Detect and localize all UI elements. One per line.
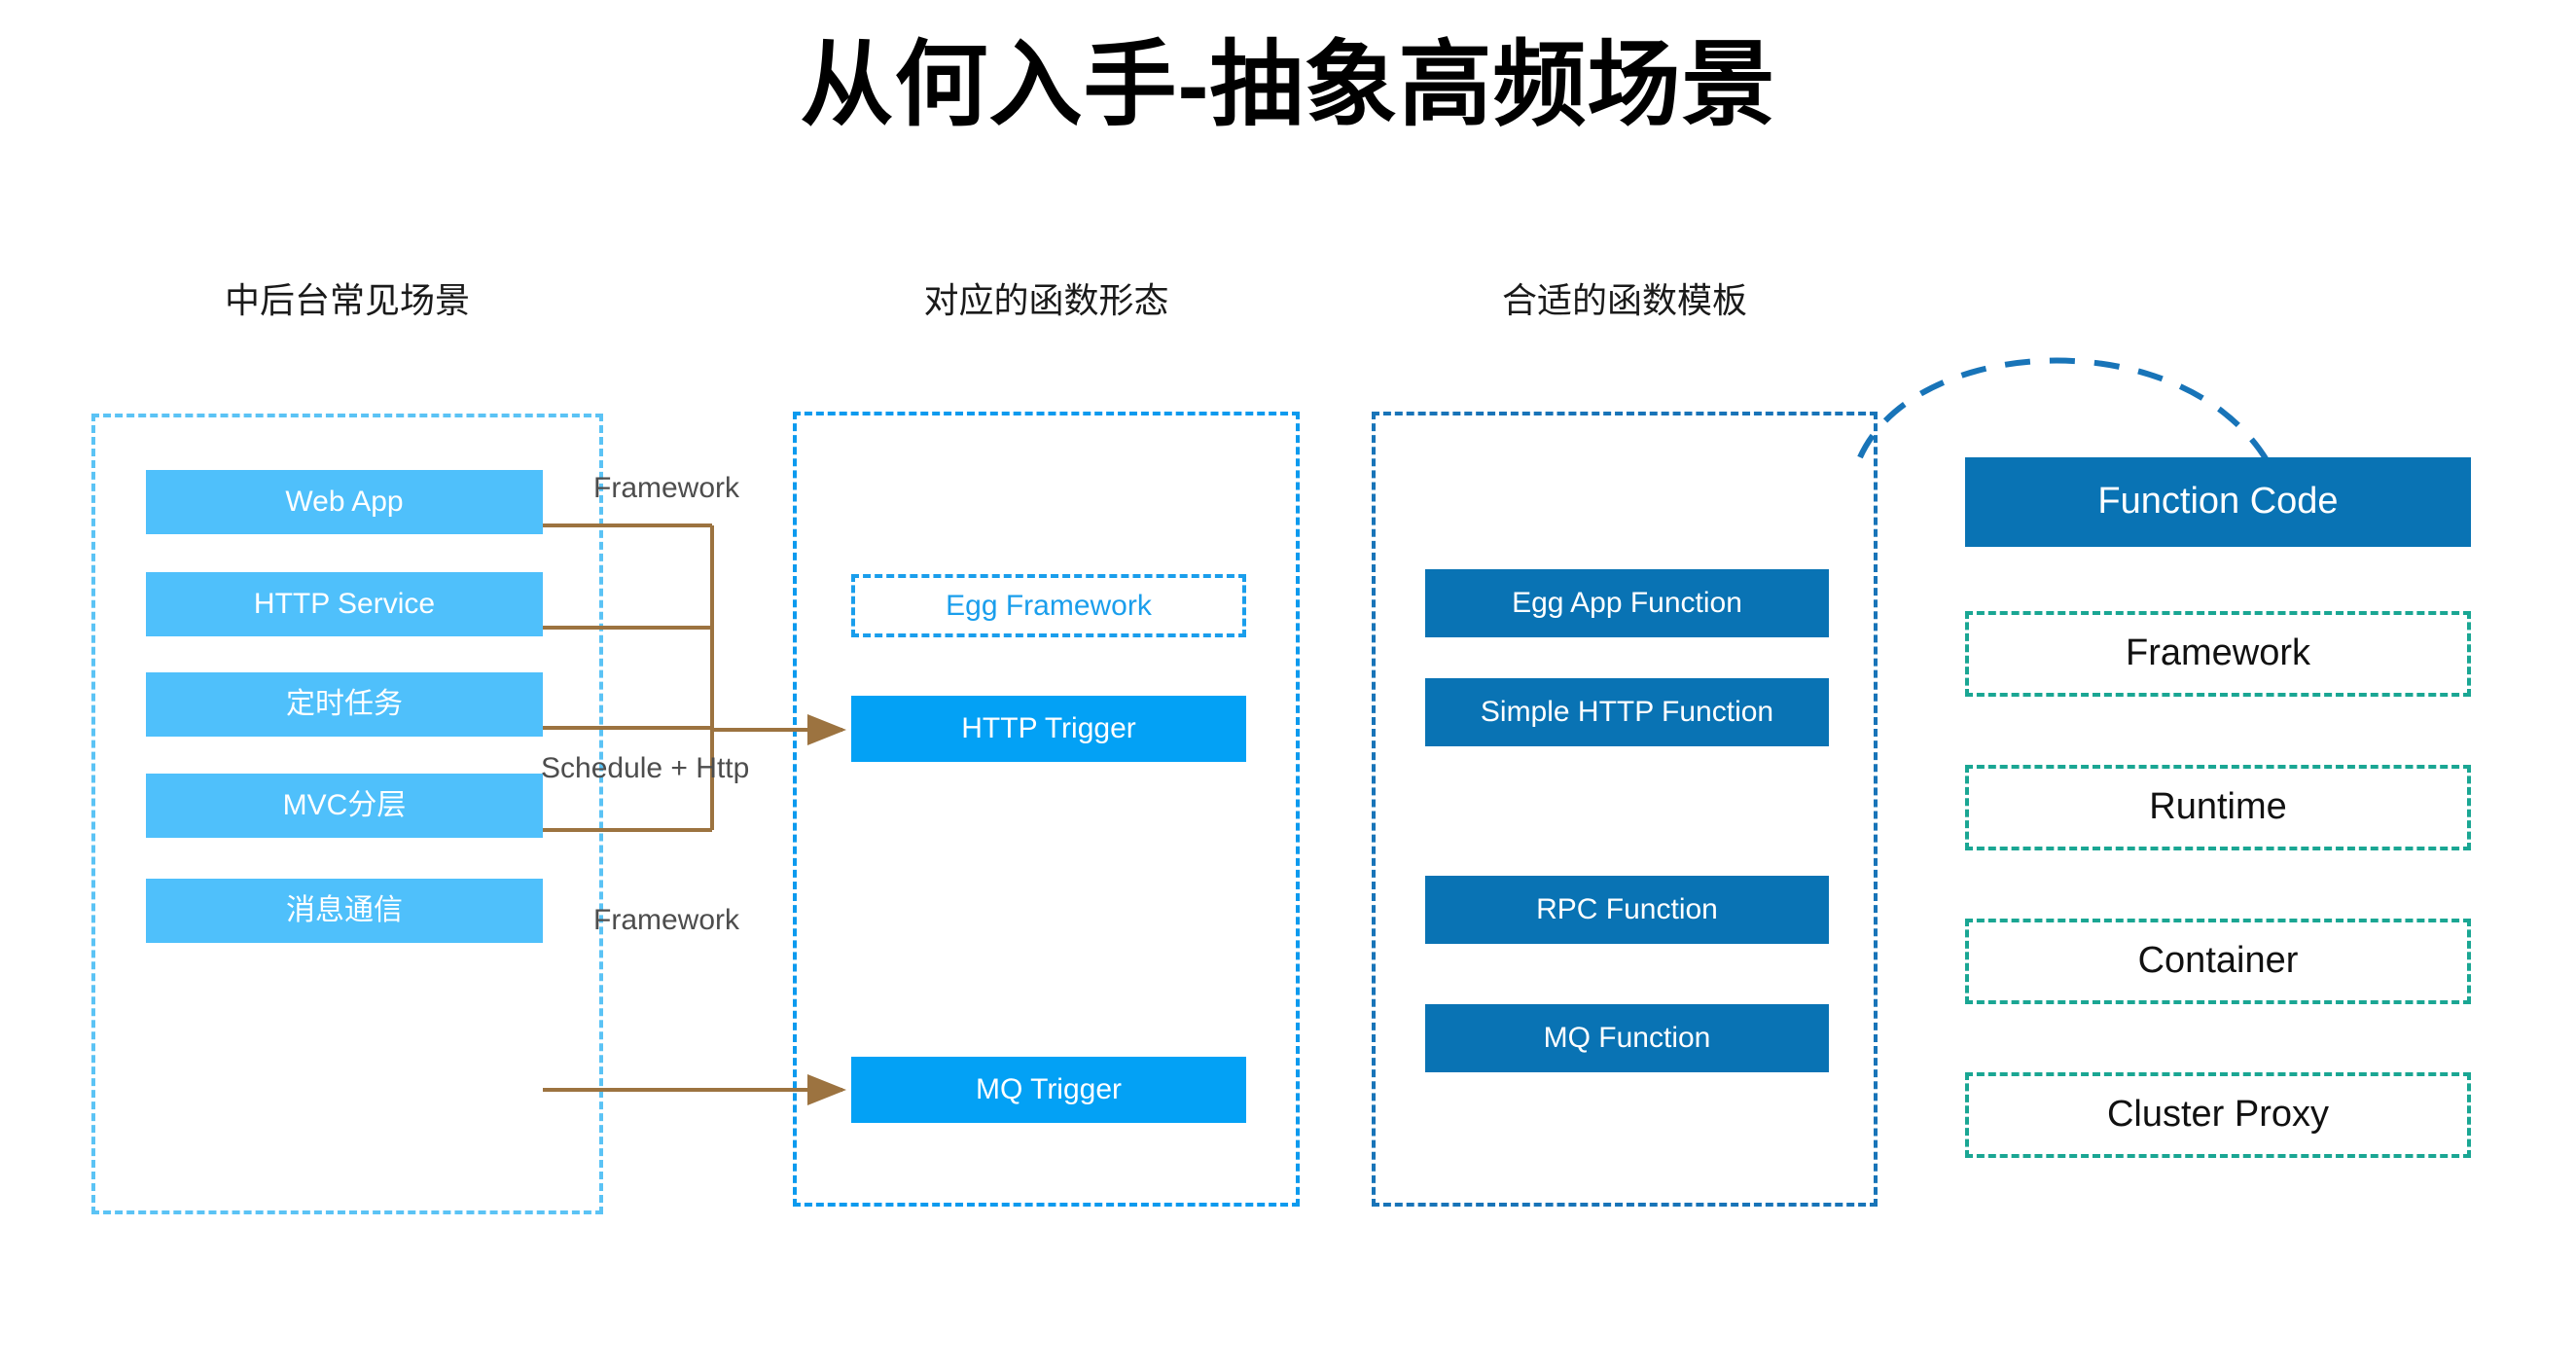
template-node-egg-app-function[interactable]: Egg App Function (1425, 569, 1829, 637)
form-node-egg-framework[interactable]: Egg Framework (851, 574, 1246, 637)
stack-node-framework[interactable]: Framework (1965, 611, 2471, 697)
stack-node-container[interactable]: Container (1965, 919, 2471, 1004)
column-header-function-templates: 合适的函数模板 (1501, 280, 1747, 320)
stack-node-runtime[interactable]: Runtime (1965, 765, 2471, 850)
form-node-mq-trigger[interactable]: MQ Trigger (851, 1057, 1246, 1123)
scenario-node-scheduled-task[interactable]: 定时任务 (146, 672, 543, 737)
template-node-simple-http-function[interactable]: Simple HTTP Function (1425, 678, 1829, 746)
page-title: 从何入手-抽象高频场景 (800, 33, 1776, 137)
function-templates-group-frame (1372, 412, 1878, 1207)
scenario-node-http-service[interactable]: HTTP Service (146, 572, 543, 636)
column-header-scenarios: 中后台常见场景 (224, 280, 470, 320)
function-forms-group-frame (793, 412, 1300, 1207)
stack-node-function-code[interactable]: Function Code (1965, 457, 2471, 547)
scenario-node-message-communication[interactable]: 消息通信 (146, 879, 543, 943)
form-node-http-trigger[interactable]: HTTP Trigger (851, 696, 1246, 762)
column-header-function-forms: 对应的函数形态 (923, 280, 1169, 320)
stack-node-cluster-proxy[interactable]: Cluster Proxy (1965, 1072, 2471, 1158)
scenarios-group-frame (91, 414, 603, 1214)
edge-label-schedule-http: Schedule + Http (541, 752, 750, 784)
template-node-rpc-function[interactable]: RPC Function (1425, 876, 1829, 944)
edge-label-framework-top: Framework (593, 472, 740, 504)
template-node-mq-function[interactable]: MQ Function (1425, 1004, 1829, 1072)
scenario-node-web-app[interactable]: Web App (146, 470, 543, 534)
scenario-node-mvc-layering[interactable]: MVC分层 (146, 774, 543, 838)
edge-label-framework-bottom: Framework (593, 904, 740, 936)
